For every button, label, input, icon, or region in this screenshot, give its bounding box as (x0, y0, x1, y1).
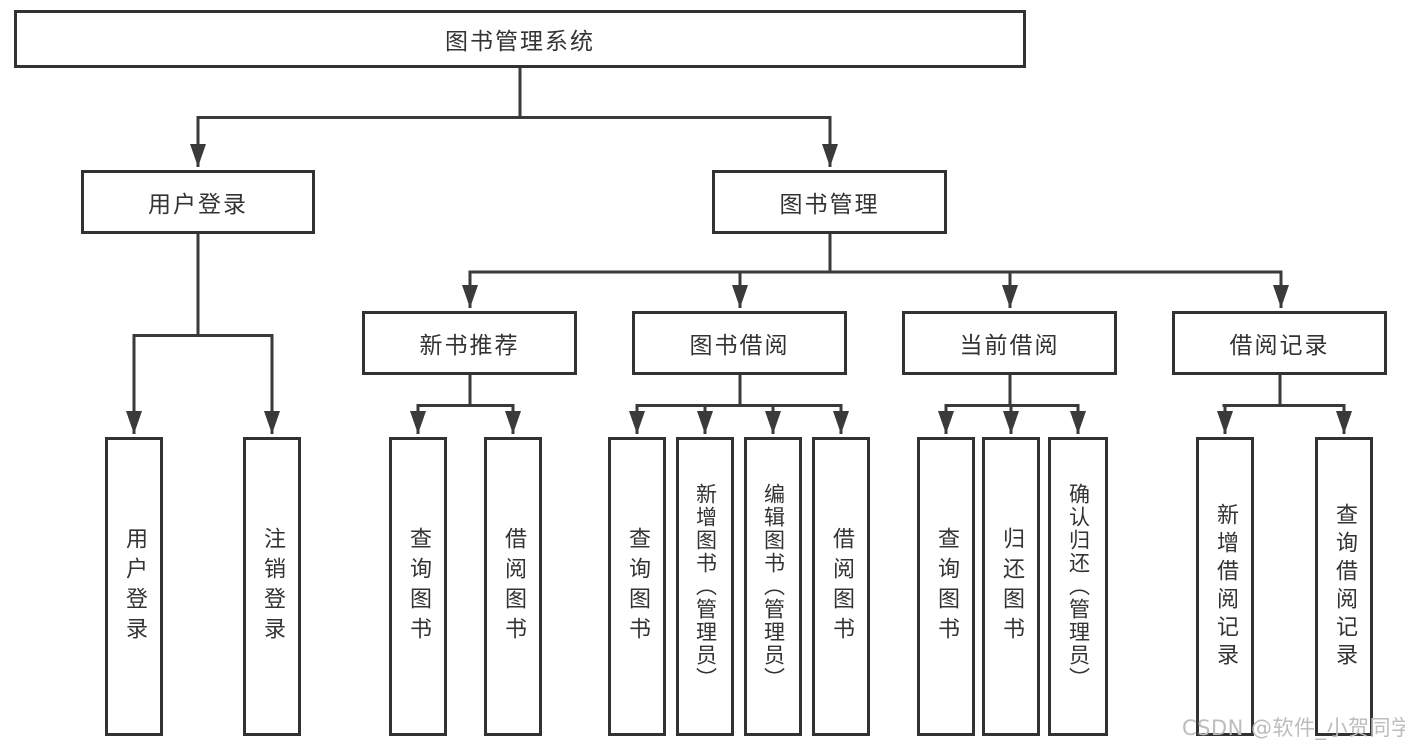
leaf-label: 新增借阅记录 (1213, 502, 1238, 671)
leaf-query-books-recommend: 查询图书 (389, 437, 447, 736)
leaf-logout: 注销登录 (243, 437, 301, 736)
leaf-label: 查询图书 (406, 526, 431, 647)
node-label: 用户登录 (148, 192, 248, 218)
node-label: 借阅记录 (1229, 333, 1330, 359)
leaf-add-borrow-record: 新增借阅记录 (1196, 437, 1254, 736)
leaf-label: 借阅图书 (501, 526, 526, 647)
leaf-label: 新增图书（管理员） (693, 483, 718, 690)
node-current-borrow: 当前借阅 (902, 311, 1117, 375)
node-book-borrow: 图书借阅 (632, 311, 847, 375)
leaf-label: 查询借阅记录 (1332, 502, 1357, 671)
leaf-borrow-books: 借阅图书 (812, 437, 870, 736)
csdn-watermark: CSDN @软件_小贺同学 (1182, 716, 1405, 740)
node-user-login-branch: 用户登录 (81, 170, 315, 234)
leaf-label: 编辑图书（管理员） (761, 483, 786, 690)
leaf-confirm-return-admin: 确认归还（管理员） (1048, 437, 1108, 736)
node-label: 图书借阅 (689, 333, 790, 359)
leaf-label: 借阅图书 (829, 526, 854, 647)
node-label: 图书管理系统 (445, 29, 595, 55)
leaf-return-books: 归还图书 (982, 437, 1040, 736)
node-borrow-records: 借阅记录 (1172, 311, 1387, 375)
leaf-label: 注销登录 (260, 526, 285, 647)
leaf-borrow-books-recommend: 借阅图书 (484, 437, 542, 736)
leaf-query-books-current: 查询图书 (917, 437, 975, 736)
node-new-book-recommend: 新书推荐 (362, 311, 577, 375)
leaf-label: 查询图书 (934, 526, 959, 647)
leaf-edit-books-admin: 编辑图书（管理员） (744, 437, 802, 736)
node-book-management-branch: 图书管理 (712, 170, 947, 234)
leaf-label: 归还图书 (999, 526, 1024, 647)
leaf-label: 确认归还（管理员） (1066, 483, 1091, 690)
leaf-label: 查询图书 (625, 526, 650, 647)
leaf-add-books-admin: 新增图书（管理员） (676, 437, 734, 736)
leaf-query-books-borrow: 查询图书 (608, 437, 666, 736)
leaf-query-borrow-record: 查询借阅记录 (1315, 437, 1373, 736)
node-label: 图书管理 (779, 192, 880, 218)
node-label: 新书推荐 (419, 333, 520, 359)
node-library-management-system: 图书管理系统 (14, 10, 1026, 68)
leaf-label: 用户登录 (122, 526, 147, 647)
leaf-user-login: 用户登录 (105, 437, 163, 736)
node-label: 当前借阅 (959, 333, 1060, 359)
